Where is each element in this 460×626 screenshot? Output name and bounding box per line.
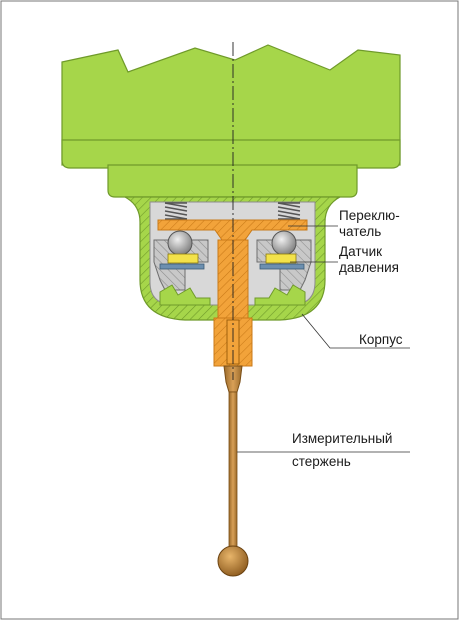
label-stylus-2: стержень (292, 454, 351, 469)
label-stylus-1: Измерительный (292, 431, 392, 446)
roller-left (167, 230, 193, 256)
leader-lines (237, 225, 410, 453)
label-sensor-2: давления (339, 260, 399, 275)
label-switch-2: чатель (339, 224, 381, 239)
sensor-left-blue (159, 263, 205, 270)
housing-collar (107, 164, 358, 198)
upper-flange (61, 139, 401, 169)
spring-right (277, 202, 301, 220)
stylus-shaft (228, 391, 238, 551)
toothed-ring (159, 284, 306, 306)
sensor-right-blue (259, 263, 305, 270)
stylus-ball (217, 545, 249, 577)
sensor-right-yellow (265, 253, 297, 264)
spring-left (164, 202, 188, 220)
sensor-left-yellow (167, 253, 199, 264)
label-sensor-1: Датчик (339, 244, 382, 259)
label-housing: Корпус (359, 332, 403, 347)
roller-right (271, 230, 297, 256)
label-switch-1: Переклю- (339, 208, 400, 223)
